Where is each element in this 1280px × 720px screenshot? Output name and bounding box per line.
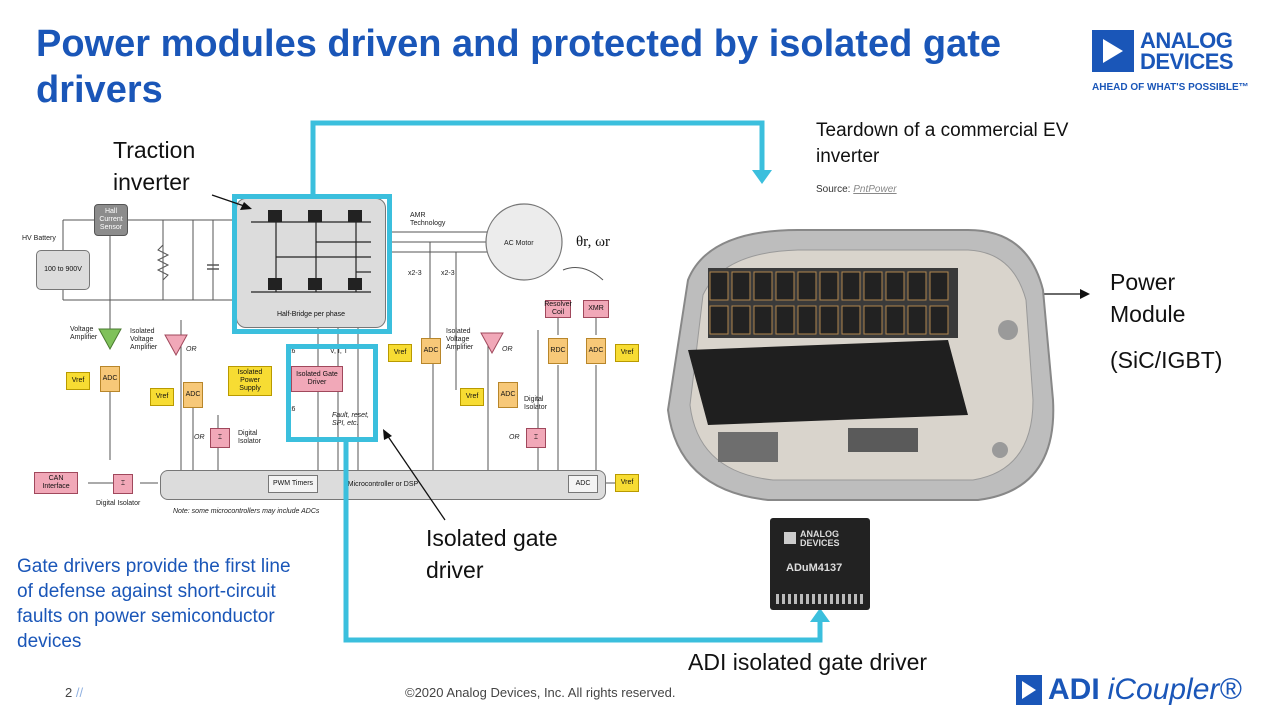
traction-inverter-highlight [232, 194, 392, 334]
teardown-caption: Teardown of a commercial EV inverter [816, 120, 1069, 167]
icoupler-adi: ADI [1048, 673, 1100, 706]
can-interface-block: CAN Interface [34, 472, 78, 494]
adc-block-3: ADC [421, 338, 441, 364]
power-module-label-1: Power [1110, 269, 1176, 295]
page-number: 2 [65, 685, 73, 700]
iso-voltage-amp-label-2: Isolated Voltage Amplifier [446, 328, 474, 351]
voltage-amp-triangle [98, 328, 122, 350]
page-number-area: 2 // [65, 685, 83, 700]
adum4137-chip: ANALOG DEVICES ADuM4137 [770, 518, 870, 610]
source-prefix: Source: [816, 184, 851, 195]
source-link[interactable]: PntPower [853, 184, 897, 195]
hv-battery-label: HV Battery [22, 235, 56, 242]
vref-block-xmr: Vref [615, 344, 639, 362]
adc-block-4: ADC [498, 382, 518, 408]
logo-tagline: AHEAD OF WHAT'S POSSIBLE™ [1092, 82, 1249, 93]
vit-label: V, I, T [330, 348, 348, 355]
or-label-1: OR [186, 346, 197, 353]
vref-block-mcu: Vref [615, 474, 639, 492]
chip-pins [776, 594, 864, 604]
icoupler-brand: ADI iCoupler® [1016, 672, 1242, 708]
xmr-block: XMR [583, 300, 609, 318]
iso-gate-driver-block: Isolated Gate Driver [291, 366, 343, 392]
digital-isolator-block-3: ⌶ [113, 474, 133, 494]
adi-gate-driver-label: ADI isolated gate driver [688, 649, 928, 675]
block-diagram: HV Battery 100 to 900V Hall Current Sens… [18, 190, 648, 520]
adc-block-2: ADC [183, 382, 203, 408]
mcu-block: Microcontroller or DSP [160, 470, 606, 500]
battery-block: 100 to 900V [36, 250, 90, 290]
iso-voltage-amp-label-1: Isolated Voltage Amplifier [130, 328, 158, 351]
chip-brand-1: ANALOG [800, 529, 839, 539]
digital-isolator-label-2: Digital Isolator [524, 396, 547, 411]
inverter-photo [648, 200, 1088, 510]
digital-isolator-label-1: Digital Isolator [238, 430, 261, 445]
diagram-note: Note: some microcontrollers may include … [173, 508, 320, 515]
adc-block-1: ADC [100, 366, 120, 392]
digital-isolator-block-2: ⌶ [526, 428, 546, 448]
analog-devices-logo-icon [1092, 30, 1134, 72]
theta-omega-label: θr, ωr [576, 234, 610, 250]
or-label-4: OR [509, 434, 520, 441]
power-module-label-2: Module [1110, 301, 1186, 327]
digital-isolator-block-1: ⌶ [210, 428, 230, 448]
x23-label-1: x2-3 [408, 270, 422, 277]
gate-driver-highlight [286, 344, 378, 442]
analog-devices-logo: ANALOG DEVICES AHEAD OF WHAT'S POSSIBLE™ [1092, 30, 1262, 100]
copyright: ©2020 Analog Devices, Inc. All rights re… [405, 685, 676, 700]
vref-block-3: Vref [388, 344, 412, 362]
voltage-amp-label: Voltage Amplifier [70, 326, 98, 341]
icoupler-logo-icon [1016, 675, 1042, 705]
vref-block-2: Vref [150, 388, 174, 406]
or-label-2: OR [194, 434, 205, 441]
half-bridge-label: Half-Bridge per phase [276, 311, 346, 318]
adc-block-xmr: ADC [586, 338, 606, 364]
vref-block-4: Vref [460, 388, 484, 406]
fault-label: Fault, reset, SPI, etc. [332, 412, 369, 427]
slide-title: Power modules driven and protected by is… [36, 23, 1001, 111]
vref-block-1: Vref [66, 372, 90, 390]
iso-voltage-amp-triangle-2 [480, 332, 504, 354]
iso-power-supply-block: Isolated Power Supply [228, 366, 272, 396]
logo-line1: ANALOG [1140, 28, 1233, 53]
rdc-block: RDC [548, 338, 568, 364]
inverter-photo-drawing [666, 229, 1055, 501]
ac-motor-label: AC Motor [504, 240, 534, 247]
traction-inverter-label: Traction inverter [113, 137, 196, 195]
adc-block-mcu: ADC [568, 475, 598, 493]
resolver-coil-block: Resolver Coil [544, 300, 572, 318]
digital-isolator-label-3: Digital Isolator [96, 500, 141, 507]
hall-sensor-block: Hall Current Sensor [94, 204, 128, 236]
power-module-label-3: (SiC/IGBT) [1110, 347, 1223, 373]
logo-line2: DEVICES [1140, 49, 1234, 74]
x6-label-1: x6 [288, 348, 296, 355]
pwm-timers-block: PWM Timers [268, 475, 318, 493]
iso-voltage-amp-triangle-1 [164, 334, 188, 356]
source-line: Source: PntPower [816, 184, 897, 195]
chip-part-number: ADuM4137 [786, 562, 843, 574]
chip-brand-2: DEVICES [800, 538, 840, 548]
or-label-3: OR [502, 346, 513, 353]
gate-drivers-note: Gate drivers provide the first line of d… [17, 556, 291, 652]
icoupler-name: iCoupler® [1107, 673, 1242, 706]
isolated-gate-driver-label: Isolated gate driver [426, 525, 558, 583]
x6-label-2: x6 [288, 406, 296, 413]
half-bridge-switches [251, 210, 371, 293]
amr-label: AMR Technology [410, 212, 446, 227]
chip-logo-icon [784, 532, 796, 544]
page-slashes: // [75, 685, 84, 700]
x23-label-2: x2-3 [441, 270, 455, 277]
